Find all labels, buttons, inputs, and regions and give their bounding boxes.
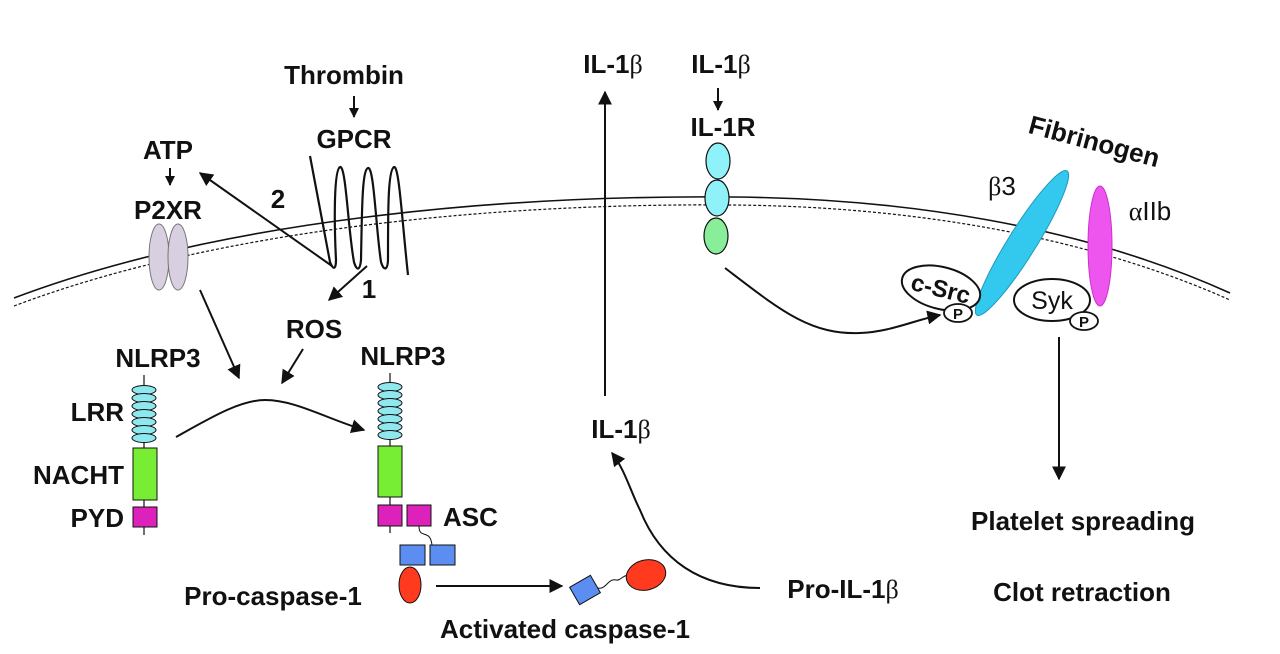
nacht-label: NACHT (33, 460, 124, 490)
gpcr-receptor-icon (308, 155, 410, 276)
nacht-domain-icon (377, 445, 403, 498)
asc-label: ASC (443, 502, 498, 532)
il1r-label: IL-1R (691, 112, 756, 142)
beta3-label: β3 (988, 171, 1016, 201)
pyd-domain-icon (132, 506, 158, 528)
step-2-label: 2 (271, 184, 285, 214)
asc-pyd-icon (406, 504, 432, 527)
pyd-label: PYD (71, 503, 124, 533)
lrr-label: LRR (71, 397, 125, 427)
p2xr-label: P2XR (134, 195, 202, 225)
syk-phospho-label: P (1079, 314, 1089, 331)
csrc-phospho-label: P (953, 306, 963, 323)
asc-linker (418, 525, 433, 546)
pro-caspase-label: Pro-caspase-1 (184, 581, 362, 611)
ros-to-nlrp3-arrow (281, 348, 304, 385)
syk-label: Syk (1031, 287, 1073, 315)
beta3-integrin-icon (974, 170, 1070, 316)
syk-kinase: Syk P (1013, 278, 1099, 331)
step-1-label: 1 (362, 274, 376, 304)
nacht-domain-icon (132, 447, 158, 501)
activated-caspase-icon (568, 559, 667, 606)
nlrp3-inactive (131, 375, 158, 535)
activated-caspase-label: Activated caspase-1 (440, 614, 690, 644)
il1b-ligand-label: IL-1β (691, 49, 750, 79)
nlrp3-left-label: NLRP3 (115, 343, 200, 373)
atp-label: ATP (143, 135, 193, 165)
p2xr-channel-icon (148, 223, 189, 291)
pro-il1b-to-il1b-arrow (611, 451, 761, 589)
asc-card-icon (429, 544, 456, 566)
pyd-domain-icon (377, 504, 403, 527)
nlrp3-activation-arrow (175, 398, 366, 438)
lrr-domain-icon (377, 382, 403, 440)
ros-label: ROS (286, 314, 342, 344)
il1r-receptor-icon (703, 142, 731, 255)
alpha2b-label: αIIb (1129, 196, 1172, 226)
fibrinogen-label: Fibrinogen (1026, 109, 1164, 173)
gpcr-to-ros-arrow (327, 265, 368, 301)
il1b-secreted-label: IL-1β (583, 49, 642, 79)
pro-il1b-label: Pro-IL-1β (787, 574, 898, 604)
membrane-outer (13, 196, 1231, 299)
membrane-inner (13, 204, 1231, 307)
lrr-domain-icon (131, 385, 157, 443)
nlrp3-right-label: NLRP3 (360, 341, 445, 371)
platelet-spreading-label: Platelet spreading (971, 506, 1195, 536)
p2xr-to-nlrp3-arrow (199, 289, 241, 380)
csrc-kinase: c-Src P (900, 264, 982, 323)
thrombin-label: Thrombin (284, 60, 404, 90)
nlrp3-inflammasome (377, 373, 456, 604)
il1r-to-csrc-arrow (724, 267, 942, 335)
alpha2b-integrin-icon (1087, 185, 1113, 307)
pro-caspase-icon (398, 566, 422, 604)
gpcr-label: GPCR (316, 124, 391, 154)
plasma-membrane (13, 196, 1231, 307)
il1b-mature-label: IL-1β (591, 414, 650, 444)
clot-retraction-label: Clot retraction (993, 577, 1171, 607)
card-domain-icon (399, 544, 426, 566)
gpcr-to-atp-arrow (198, 172, 333, 267)
